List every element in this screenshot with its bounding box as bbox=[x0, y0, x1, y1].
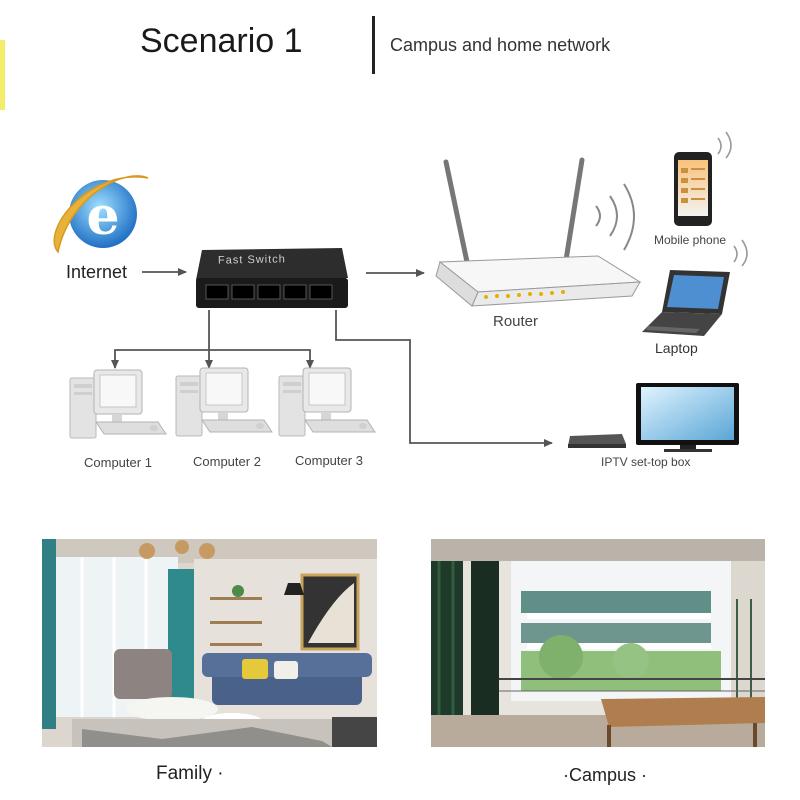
wifi-signal-icon bbox=[595, 183, 635, 251]
set-top-box-icon bbox=[568, 434, 626, 448]
laptop-label: Laptop bbox=[655, 340, 698, 356]
computer-3-label: Computer 3 bbox=[295, 453, 363, 468]
campus-image bbox=[431, 539, 765, 747]
fast-switch bbox=[196, 248, 348, 308]
iptv-label: IPTV set-top box bbox=[601, 455, 691, 469]
switch-label: Fast Switch bbox=[217, 253, 286, 267]
iptv-link bbox=[335, 310, 553, 447]
router-label: Router bbox=[493, 313, 539, 330]
mobile-label: Mobile phone bbox=[654, 233, 727, 247]
computer-2-icon bbox=[175, 367, 273, 437]
family-photo bbox=[42, 539, 377, 747]
computer-1-icon bbox=[69, 369, 167, 439]
page-subtitle: Campus and home network bbox=[390, 35, 611, 55]
title-divider bbox=[372, 16, 375, 74]
living-room-image bbox=[42, 539, 377, 747]
computer-links bbox=[111, 310, 314, 369]
family-caption: Family · bbox=[156, 763, 224, 784]
page-title: Scenario 1 bbox=[140, 22, 303, 60]
tv-icon bbox=[636, 383, 739, 452]
computer-2-label: Computer 2 bbox=[193, 454, 261, 469]
router-icon bbox=[435, 157, 642, 307]
svg-text:e: e bbox=[86, 186, 119, 247]
internet-explorer-icon: e bbox=[53, 175, 149, 254]
mobile-phone-icon bbox=[674, 131, 732, 226]
left-accent-bar bbox=[0, 40, 5, 110]
computer-1-label: Computer 1 bbox=[84, 455, 152, 470]
internet-label: Internet bbox=[66, 262, 128, 282]
laptop-icon bbox=[642, 239, 748, 336]
campus-photo bbox=[431, 539, 765, 747]
campus-caption: ·Campus · bbox=[563, 765, 648, 785]
network-diagram: e bbox=[53, 131, 748, 452]
computer-3-icon bbox=[278, 367, 376, 437]
